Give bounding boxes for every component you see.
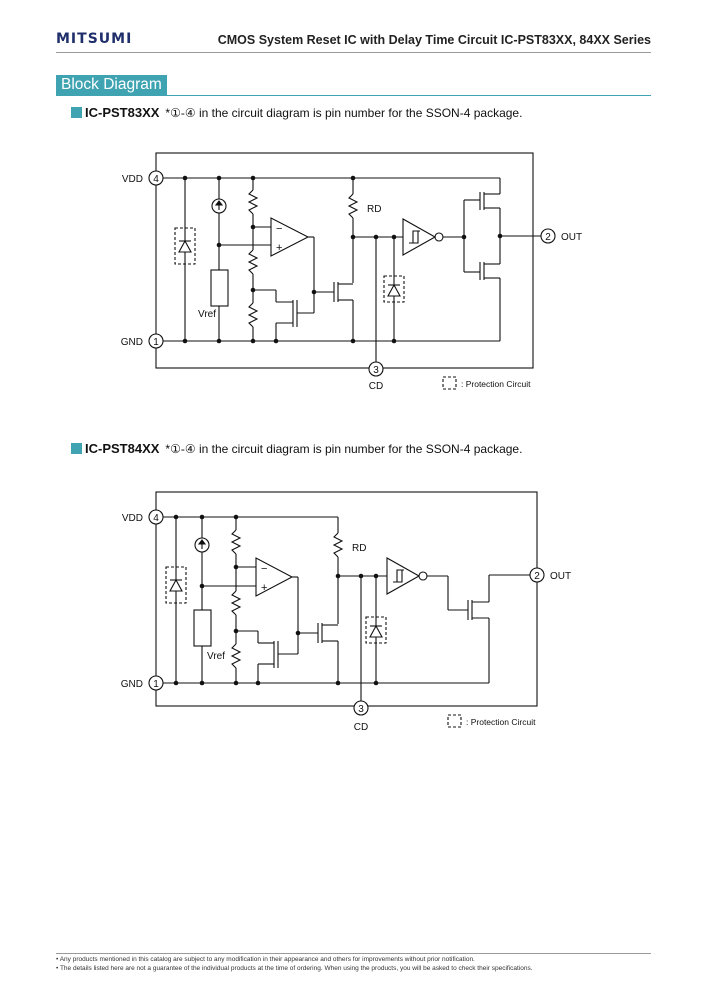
output-transistor <box>467 574 531 683</box>
svg-text:3: 3 <box>373 365 379 376</box>
out-label: OUT <box>561 232 582 243</box>
pin-note: *①-④ in the circuit diagram is pin numbe… <box>165 442 523 456</box>
footer-note-1: • Any products mentioned in this catalog… <box>56 956 475 963</box>
svg-text:2: 2 <box>534 571 540 582</box>
pin-4: 4 <box>148 509 164 525</box>
protection-diode-vdd <box>165 517 187 683</box>
delay-transistor <box>317 623 339 683</box>
section-title: Block Diagram <box>56 75 167 95</box>
header-divider <box>56 52 651 53</box>
page-header-title: CMOS System Reset IC with Delay Time Cir… <box>217 33 651 47</box>
divider-resistors <box>247 178 259 341</box>
svg-text:2: 2 <box>545 232 551 243</box>
output-stage <box>463 178 542 341</box>
svg-text:4: 4 <box>153 513 159 524</box>
gnd-label: GND <box>121 337 143 348</box>
svg-text:4: 4 <box>153 174 159 185</box>
junction-dots <box>182 175 503 344</box>
delay-transistor <box>333 282 354 341</box>
gnd-label: GND <box>121 679 143 690</box>
vref-label: Vref <box>207 651 225 662</box>
schmitt-inverter <box>402 218 464 256</box>
protection-legend: : Protection Circuit <box>442 376 531 390</box>
svg-text:1: 1 <box>153 679 159 690</box>
vref-source <box>193 609 212 683</box>
schmitt-inverter <box>386 557 468 611</box>
cd-node <box>353 236 405 363</box>
block-diagram-pst83xx: 4 VDD 1 GND Vref − + <box>0 145 707 395</box>
vdd-label: VDD <box>122 513 143 524</box>
cd-node <box>338 575 387 702</box>
company-logo: MITSUMI <box>56 31 133 47</box>
svg-text:: Protection Circuit: : Protection Circuit <box>461 379 531 389</box>
cd-label: CD <box>354 722 368 733</box>
svg-text:+: + <box>276 242 282 254</box>
svg-text:1: 1 <box>153 337 159 348</box>
part-number: IC-PST83XX <box>85 105 160 120</box>
heading-marker-icon <box>71 107 82 118</box>
hysteresis-transistor <box>236 630 299 683</box>
pin-2: 2 <box>540 228 556 244</box>
footer-divider <box>56 953 651 954</box>
svg-text:3: 3 <box>358 704 364 715</box>
ic-outline <box>155 152 534 369</box>
out-label: OUT <box>550 571 571 582</box>
part-number: IC-PST84XX <box>85 441 160 456</box>
pin-1: 1 <box>148 675 164 691</box>
cd-label: CD <box>369 381 383 392</box>
comparator: − + <box>219 217 334 293</box>
vdd-label: VDD <box>122 174 143 185</box>
section-divider <box>56 95 651 96</box>
protection-legend: : Protection Circuit <box>447 714 536 728</box>
pin-1: 1 <box>148 333 164 349</box>
junction-dots <box>173 514 379 686</box>
diagram-heading-pst83xx: IC-PST83XX *①-④ in the circuit diagram is… <box>71 105 522 120</box>
svg-text:: Protection Circuit: : Protection Circuit <box>466 717 536 727</box>
rd-resistor <box>347 178 359 283</box>
protection-diode-vdd <box>174 178 196 341</box>
block-diagram-pst84xx: 4 VDD 1 GND Vref − + <box>0 484 707 740</box>
hysteresis-transistor <box>253 289 315 341</box>
footer-note-2: • The details listed here are not a guar… <box>56 965 533 972</box>
diagram-heading-pst84xx: IC-PST84XX *①-④ in the circuit diagram is… <box>71 441 522 456</box>
pin-3: 3 <box>368 361 384 377</box>
rd-resistor <box>332 517 344 624</box>
current-source <box>211 178 227 270</box>
heading-marker-icon <box>71 443 82 454</box>
pin-note: *①-④ in the circuit diagram is pin numbe… <box>165 106 523 120</box>
svg-text:+: + <box>261 582 267 594</box>
svg-text:−: − <box>276 223 282 235</box>
pin-2: 2 <box>529 567 545 583</box>
rd-label: RD <box>367 204 381 215</box>
vref-label: Vref <box>198 309 216 320</box>
divider-resistors <box>230 517 242 683</box>
vref-source <box>210 269 229 341</box>
current-source <box>194 517 210 610</box>
pin-4: 4 <box>148 170 164 186</box>
svg-text:−: − <box>261 563 267 575</box>
pin-3: 3 <box>353 700 369 716</box>
rd-label: RD <box>352 543 366 554</box>
comparator: − + <box>202 557 318 634</box>
ic-outline <box>155 491 538 707</box>
